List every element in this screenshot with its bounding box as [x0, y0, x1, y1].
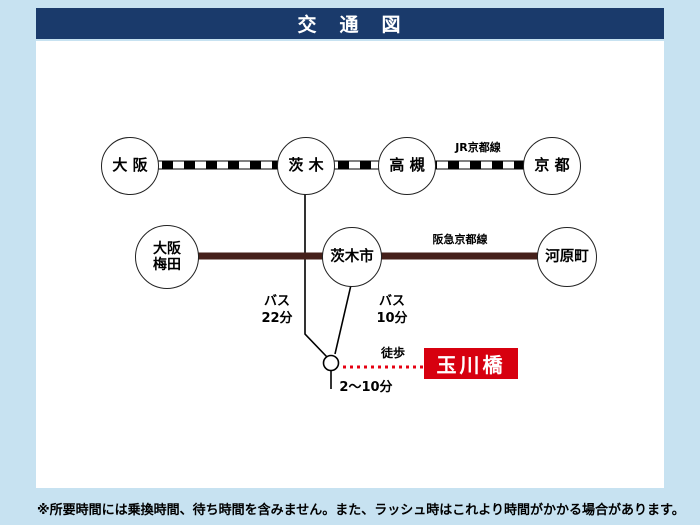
- station-osaka-label: 大 阪: [112, 156, 148, 175]
- footnote: ※所要時間には乗換時間、待ち時間を含みません。また、ラッシュ時はこれより時間がか…: [37, 503, 685, 518]
- jr-line-label: JR京都線: [455, 141, 501, 154]
- page-title: 交 通 図: [297, 14, 403, 36]
- hankyu-line-label: 阪急京都線: [432, 233, 488, 246]
- station-osaka: 大 阪: [101, 137, 159, 195]
- station-osaka-umeda: 大阪 梅田: [135, 225, 199, 289]
- station-ibarakishi-label: 茨木市: [330, 248, 374, 265]
- station-ibaraki: 茨 木: [277, 137, 335, 195]
- destination-badge: 玉川橋: [424, 348, 518, 379]
- station-kawaramachi-label: 河原町: [545, 248, 589, 265]
- station-takatsuki-label: 高 槻: [389, 156, 425, 175]
- station-ibaraki-label: 茨 木: [288, 156, 324, 175]
- destination-name: 玉川橋: [436, 353, 506, 377]
- station-kyoto-label: 京 都: [534, 156, 570, 175]
- station-osaka-umeda-label: 大阪 梅田: [153, 240, 181, 273]
- title-bar: 交 通 図: [36, 8, 664, 39]
- station-ibarakishi: 茨木市: [322, 227, 382, 287]
- station-kawaramachi: 河原町: [537, 227, 597, 287]
- bus-left-label: バス 22分: [261, 294, 293, 326]
- walk-label: 徒歩: [380, 346, 405, 360]
- bus-right-label: バス 10分: [376, 294, 408, 326]
- station-takatsuki: 高 槻: [378, 137, 436, 195]
- walk-time-label: 2～10分: [339, 380, 393, 395]
- station-kyoto: 京 都: [523, 137, 581, 195]
